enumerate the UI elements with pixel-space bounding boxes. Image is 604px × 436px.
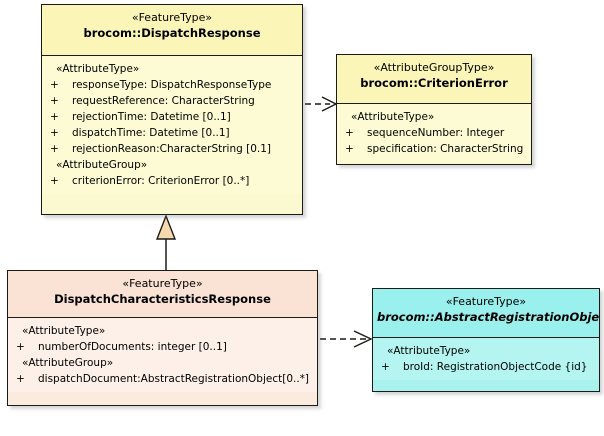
attribute-visibility: + <box>50 79 59 91</box>
compartment-label-attributegroup: «AttributeGroup» <box>56 159 148 171</box>
dependency-dispatchcharacteristics-to-abstractregistrationobject <box>320 330 373 348</box>
attribute-visibility: + <box>16 341 25 353</box>
attribute-visibility: + <box>16 373 25 385</box>
class-stereotype: «AttributeGroupType» <box>373 61 495 74</box>
compartment-label-attributetype: «AttributeType» <box>351 111 435 123</box>
class-header-criterion-error: «AttributeGroupType» brocom::CriterionEr… <box>337 55 531 104</box>
class-header-abstract-registration-object: «FeatureType» brocom::AbstractRegistrati… <box>373 289 599 338</box>
class-header-dispatch-response: «FeatureType» brocom::DispatchResponse <box>42 5 302 56</box>
class-stereotype: «FeatureType» <box>445 295 527 308</box>
class-attributes-dispatch-response: «AttributeType» + responseType: Dispatch… <box>42 56 302 194</box>
compartment-label-attributetype: «AttributeType» <box>56 63 140 75</box>
attribute-text: responseType: DispatchResponseType <box>72 79 272 91</box>
dependency-dispatchresponse-to-criterionerror <box>305 96 338 112</box>
attribute-text: sequenceNumber: Integer <box>367 127 505 139</box>
class-stereotype: «FeatureType» <box>131 11 213 24</box>
compartment-label-attributetype: «AttributeType» <box>387 345 471 357</box>
attribute-row[interactable]: + sequenceNumber: Integer <box>337 125 531 141</box>
attribute-row[interactable]: + responseType: DispatchResponseType <box>42 77 302 93</box>
attribute-text: numberOfDocuments: integer [0..1] <box>38 341 227 353</box>
attribute-visibility: + <box>50 143 59 155</box>
class-attributes-dispatch-characteristics-response: «AttributeType» + numberOfDocuments: int… <box>8 318 317 392</box>
attribute-row[interactable]: + requestReference: CharacterString <box>42 93 302 109</box>
attribute-row[interactable]: + broId: RegistrationObjectCode {id} <box>373 359 599 375</box>
attribute-row[interactable]: + criterionError: CriterionError [0..*] <box>42 173 302 189</box>
class-stereotype: «FeatureType» <box>122 277 203 290</box>
class-box-criterion-error[interactable]: «AttributeGroupType» brocom::CriterionEr… <box>336 54 532 165</box>
attribute-text: dispatchDocument:AbstractRegistrationObj… <box>38 373 310 385</box>
attribute-visibility: + <box>345 127 354 139</box>
class-box-dispatch-response[interactable]: «FeatureType» brocom::DispatchResponse «… <box>41 4 303 215</box>
attribute-visibility: + <box>381 361 390 373</box>
attribute-row[interactable]: + specification: CharacterString <box>337 141 531 157</box>
class-attributes-abstract-registration-object: «AttributeType» + broId: RegistrationObj… <box>373 338 599 380</box>
attribute-visibility: + <box>50 175 59 187</box>
class-box-abstract-registration-object[interactable]: «FeatureType» brocom::AbstractRegistrati… <box>372 288 600 392</box>
generalization-dispatchcharacteristics-to-dispatchresponse <box>155 214 177 270</box>
attribute-row[interactable]: + dispatchTime: Datetime [0..1] <box>42 125 302 141</box>
class-name: brocom::AbstractRegistrationObject <box>377 310 600 324</box>
attribute-text: requestReference: CharacterString <box>72 95 255 107</box>
class-name: brocom::CriterionError <box>360 76 508 90</box>
attribute-text: rejectionTime: Datetime [0..1] <box>72 111 231 123</box>
attribute-text: specification: CharacterString <box>367 143 524 155</box>
attribute-row[interactable]: + dispatchDocument:AbstractRegistrationO… <box>8 371 317 387</box>
attribute-visibility: + <box>50 95 59 107</box>
compartment-label-attributegroup: «AttributeGroup» <box>22 357 114 369</box>
attribute-visibility: + <box>50 111 59 123</box>
attribute-text: broId: RegistrationObjectCode {id} <box>403 361 588 373</box>
class-box-dispatch-characteristics-response[interactable]: «FeatureType» DispatchCharacteristicsRes… <box>7 270 318 406</box>
attribute-visibility: + <box>50 127 59 139</box>
attribute-row[interactable]: + rejectionTime: Datetime [0..1] <box>42 109 302 125</box>
attribute-text: criterionError: CriterionError [0..*] <box>72 175 250 187</box>
compartment-label-attributetype: «AttributeType» <box>22 325 106 337</box>
class-name: DispatchCharacteristicsResponse <box>54 292 271 306</box>
attribute-text: dispatchTime: Datetime [0..1] <box>72 127 230 139</box>
attribute-visibility: + <box>345 143 354 155</box>
attribute-text: rejectionReason:CharacterString [0.1] <box>72 143 272 155</box>
attribute-row[interactable]: + rejectionReason:CharacterString [0.1] <box>42 141 302 157</box>
class-attributes-criterion-error: «AttributeType» + sequenceNumber: Intege… <box>337 104 531 162</box>
class-header-dispatch-characteristics-response: «FeatureType» DispatchCharacteristicsRes… <box>8 271 317 318</box>
class-name: brocom::DispatchResponse <box>83 26 261 40</box>
attribute-row[interactable]: + numberOfDocuments: integer [0..1] <box>8 339 317 355</box>
